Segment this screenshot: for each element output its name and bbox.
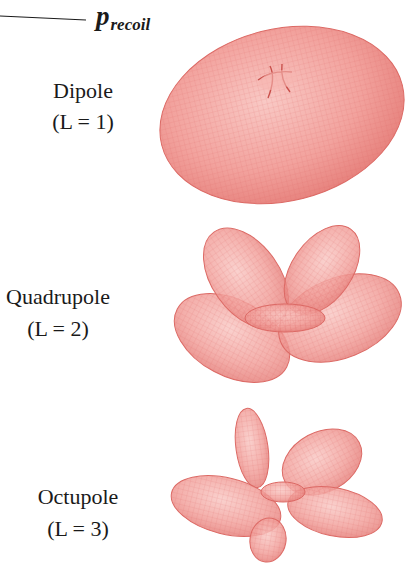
multipole-name: Dipole bbox=[53, 80, 113, 102]
recoil-axis-line bbox=[0, 16, 86, 20]
multipole-order: (L = 1) bbox=[52, 111, 114, 133]
multipole-name: Octupole bbox=[38, 486, 119, 508]
octupole-mesh bbox=[165, 406, 387, 564]
dipole-pattern bbox=[141, 2, 412, 229]
dipole-mesh bbox=[141, 2, 412, 229]
multipole-order: (L = 2) bbox=[27, 318, 89, 340]
quadrupole-mesh bbox=[159, 212, 412, 401]
multipole-order: (L = 3) bbox=[47, 518, 109, 540]
momentum-subscript: recoil bbox=[111, 16, 151, 33]
multipole-name: Quadrupole bbox=[6, 286, 110, 308]
octupole-pattern bbox=[165, 406, 387, 564]
dipole-dimple-shade bbox=[256, 66, 299, 93]
quadrupole-pattern bbox=[159, 212, 412, 401]
momentum-symbol: p bbox=[96, 3, 110, 30]
